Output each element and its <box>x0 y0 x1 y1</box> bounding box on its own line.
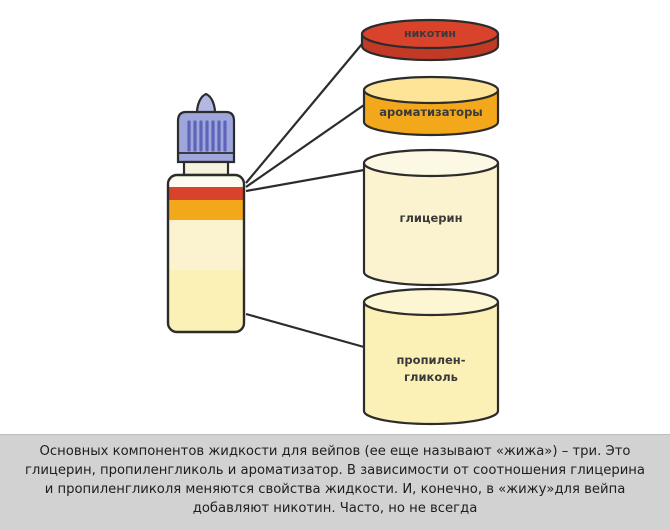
bottle-layer-flavors <box>168 200 244 220</box>
connector-glycerin <box>245 168 365 193</box>
label-propylene-glycol-line-1: пропилен- <box>396 353 465 367</box>
cylinder-glycerin: глицерин <box>362 148 500 287</box>
bottle-layer-glycerin <box>168 220 244 270</box>
label-propylene-glycol-line-2: гликоль <box>404 370 458 384</box>
caption-line: Основных компонентов жидкости для вейпов… <box>39 444 631 459</box>
e-liquid-components-diagram: никотин ароматизаторы глицерин пропилен-… <box>166 18 500 426</box>
bottle-layer-nicotine <box>168 187 244 200</box>
bottle <box>166 92 246 334</box>
bottle-body <box>166 173 246 334</box>
connector-nicotine <box>245 43 363 184</box>
connector-propylene-glycol <box>245 312 365 349</box>
bottle-layer-air <box>168 175 244 187</box>
bottle-layer-propylene-glycol <box>168 270 244 332</box>
caption-line: глицерин, пропиленгликоль и ароматизатор… <box>25 463 645 478</box>
cylinder-nicotine: никотин <box>360 18 500 62</box>
cylinder-propylene-glycol: пропилен- гликоль <box>362 287 500 426</box>
label-flavors: ароматизаторы <box>379 105 482 119</box>
cylinder-flavors: ароматизаторы <box>362 75 500 137</box>
caption-line: добавляют никотин. Часто, но не всегда <box>192 501 478 516</box>
bottle-cap-stripes <box>187 120 227 152</box>
bottle-collar <box>182 160 230 177</box>
caption-line: и пропиленгликоля меняются свойства жидк… <box>44 482 626 497</box>
label-nicotine: никотин <box>404 27 456 40</box>
connector-flavors <box>245 104 365 188</box>
label-glycerin: глицерин <box>399 211 462 225</box>
caption: Основных компонентов жидкости для вейпов… <box>0 434 670 530</box>
